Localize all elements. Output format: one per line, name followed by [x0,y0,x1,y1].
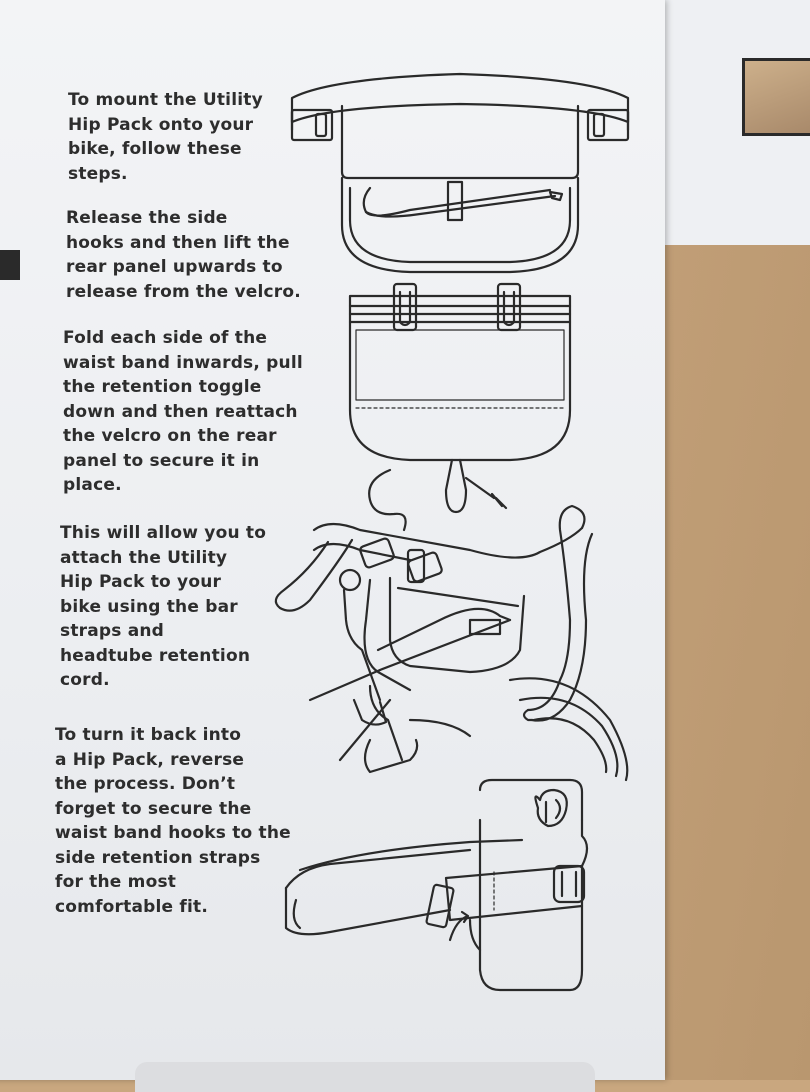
step-2-text: Fold each side of the waist band inwards… [63,328,303,495]
card-bottom-tab [135,1062,595,1092]
hip-pack-worn-illustration-icon [284,778,589,992]
card-edge-shadow [0,250,20,280]
hip-pack-folded-illustration-icon [348,282,572,514]
step-3-text: This will allow you to attach the Utilit… [60,523,267,690]
step-1-text: Release the side hooks and then lift the… [66,208,301,302]
card-window-cutout [742,58,810,136]
intro-text: To mount the Utility Hip Pack onto your … [68,90,263,184]
illustrations [270,60,660,1020]
bike-mounted-illustration-icon [274,468,629,782]
hip-pack-rear-panel-illustration-icon [290,72,630,274]
step-4-text: To turn it back into a Hip Pack, reverse… [55,725,291,917]
